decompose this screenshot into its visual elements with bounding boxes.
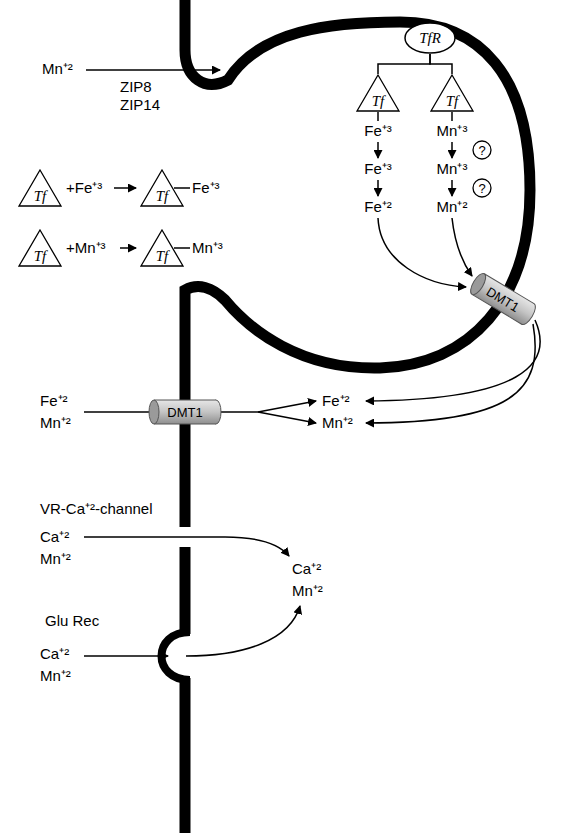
binding-arrow [120, 247, 136, 249]
receptor-name: Glu Rec [45, 612, 99, 630]
ion-label: Mn⁺² [40, 414, 71, 432]
step-arrow [377, 142, 379, 158]
receptor-oval: TfR [404, 22, 456, 54]
transporter-cylinder: DMT1 [466, 270, 539, 328]
transporter-name: ZIP8 [120, 78, 152, 96]
triangle-outline [141, 230, 183, 266]
transferrin-triangle: Tf [140, 229, 184, 267]
circle-outline [473, 179, 491, 197]
unknown-step-circle: ? [472, 178, 492, 198]
channel-arrow [84, 537, 289, 556]
node-text: ? [478, 143, 485, 158]
ion-label: Fe⁺² [364, 198, 392, 216]
transporter-name: ZIP14 [120, 96, 160, 114]
transferrin-triangle: Tf [140, 169, 184, 207]
transferrin-triangle: Tf [430, 74, 474, 112]
receptor-arrow [186, 606, 300, 656]
ion-label: Mn⁺² [40, 667, 71, 685]
node-text: Tf [34, 188, 47, 205]
connector-line [430, 54, 452, 74]
node-text: Tf [446, 93, 459, 110]
binding-arrow [114, 187, 136, 189]
node-text: Tf [156, 188, 169, 205]
channel-name: VR-Ca⁺²-channel [40, 500, 153, 518]
node-text: TfR [419, 30, 441, 47]
ion-label: +Mn⁺³ [66, 239, 106, 257]
export-arrow [452, 218, 472, 276]
ion-label: Ca⁺² [292, 560, 321, 578]
node-text: Tf [372, 93, 385, 110]
release-arrow [366, 324, 535, 423]
transferrin-triangle: Tf [18, 169, 62, 207]
uptake-arrow [258, 401, 316, 412]
ion-label: Ca⁺² [40, 528, 69, 546]
ion-label: Mn⁺³ [437, 122, 468, 140]
ion-label: +Fe⁺³ [66, 179, 102, 197]
transferrin-triangle: Tf [18, 229, 62, 267]
ion-label: Fe⁺² [322, 392, 350, 410]
ion-label: Mn⁺² [322, 414, 353, 432]
bond-line [174, 247, 190, 249]
ion-label: Mn⁺² [292, 582, 323, 600]
connector-line [378, 54, 430, 74]
triangle-outline [357, 75, 399, 111]
unknown-step-circle: ? [472, 140, 492, 160]
stem-line [377, 112, 379, 121]
step-arrow [451, 180, 453, 196]
triangle-outline [141, 170, 183, 206]
receptor-arrow [84, 655, 168, 657]
step-arrow [451, 142, 453, 158]
transporter-cylinder: DMT1 [148, 399, 222, 425]
triangle-outline [19, 170, 61, 206]
ion-label: Fe⁺³ [364, 122, 392, 140]
stem-line [451, 112, 453, 121]
node-text: Tf [156, 248, 169, 265]
triangle-outline [431, 75, 473, 111]
ion-label: Mn⁺³ [437, 160, 468, 178]
triangle-outline [19, 230, 61, 266]
zip-arrow [86, 69, 220, 71]
ion-label: Mn⁺³ [192, 239, 223, 257]
node-text: Tf [34, 248, 47, 265]
circle-outline [473, 141, 491, 159]
ion-label: Fe⁺³ [364, 160, 392, 178]
cylinder-body [154, 400, 216, 424]
ion-label: Mn⁺² [40, 550, 71, 568]
arrows [84, 70, 540, 656]
ion-label: Mn⁺² [42, 60, 73, 78]
step-arrow [377, 180, 379, 196]
ion-label: Fe⁺³ [192, 179, 220, 197]
node-text: ? [478, 181, 485, 196]
transferrin-triangle: Tf [356, 74, 400, 112]
oval-outline [405, 23, 455, 53]
uptake-arrow [258, 412, 316, 423]
bond-line [174, 187, 190, 189]
cell-membrane [185, 0, 530, 833]
release-arrow [366, 320, 540, 401]
node-text: DMT1 [167, 405, 202, 420]
cylinder-edge [154, 400, 216, 424]
ion-label: Mn⁺² [437, 198, 468, 216]
cylinder-face [149, 400, 159, 424]
ion-label: Ca⁺² [40, 645, 69, 663]
ion-label: Fe⁺² [40, 392, 68, 410]
